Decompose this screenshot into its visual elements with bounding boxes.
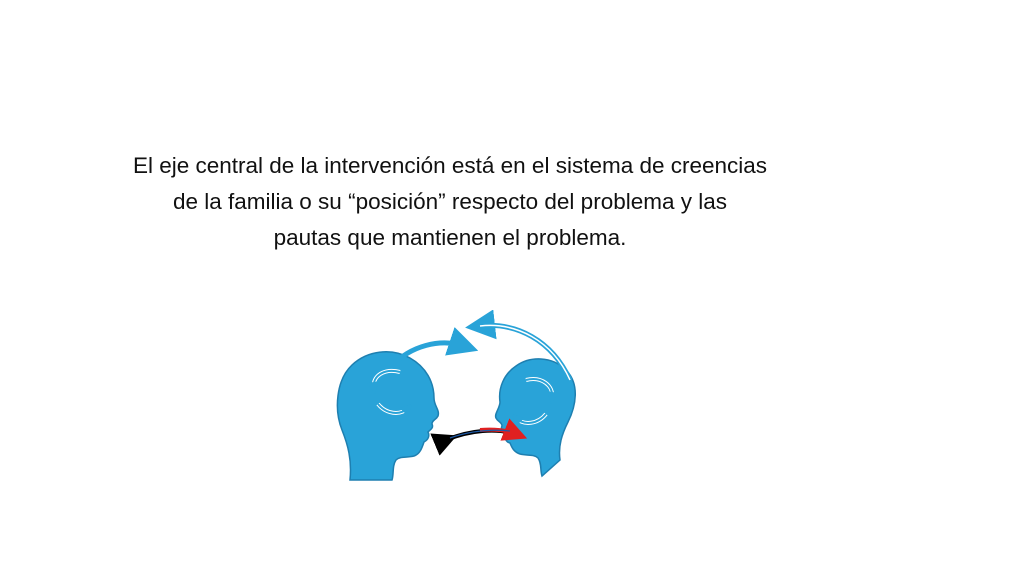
- right-head-icon: [494, 358, 576, 478]
- text-line-3: pautas que mantienen el problema.: [273, 225, 627, 250]
- two-heads-communication-icon: [336, 310, 576, 481]
- slide-body-text: El eje central de la intervención está e…: [60, 148, 840, 256]
- left-head-icon: [336, 351, 440, 481]
- text-line-2: de la familia o su “posición” respecto d…: [172, 189, 728, 214]
- top-arrow-left: [390, 327, 479, 368]
- text-line-1: El eje central de la intervención está e…: [132, 153, 768, 178]
